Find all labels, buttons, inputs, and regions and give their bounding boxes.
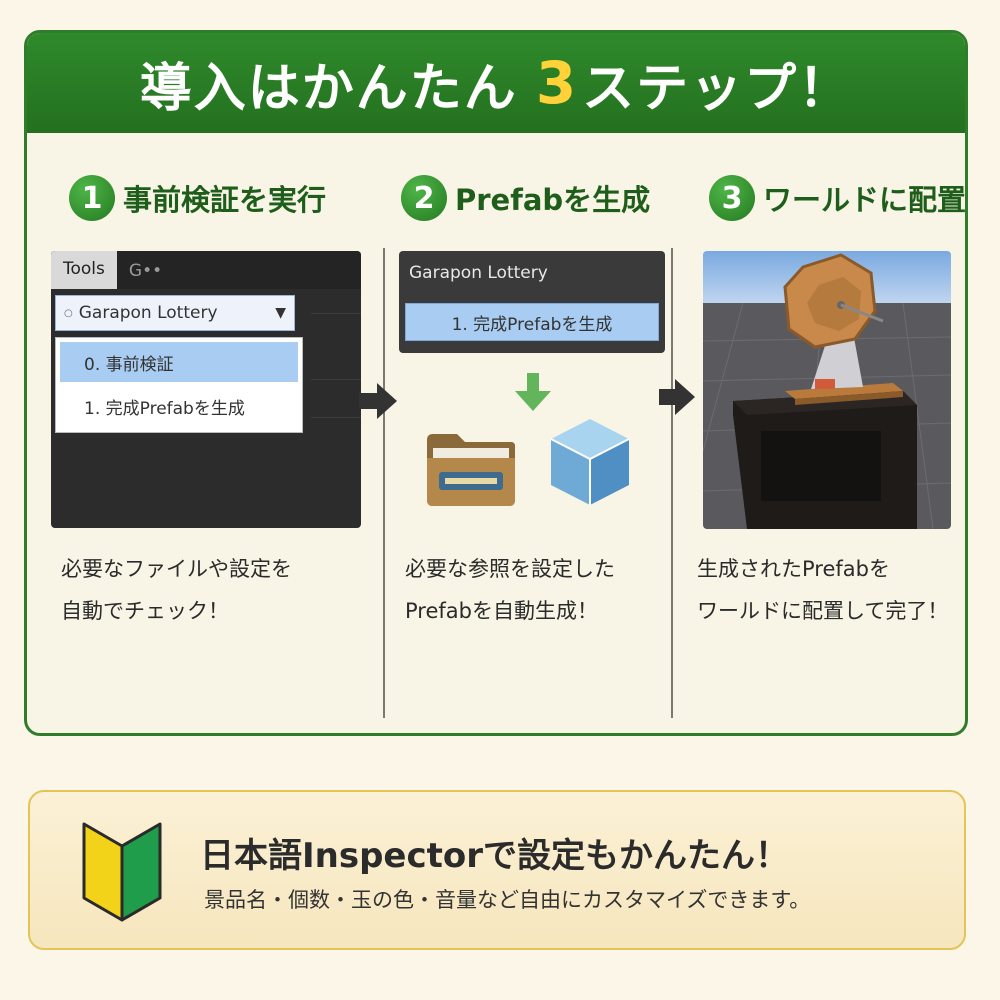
title-banner: 導入はかんたん 3 ステップ！ bbox=[27, 33, 965, 133]
lottery-dropdown[interactable]: ○ Garapon Lottery ▼ bbox=[55, 295, 295, 331]
beginner-mark-icon bbox=[82, 822, 162, 922]
lottery-panel-title: Garapon Lottery bbox=[409, 263, 548, 283]
editor-row-line bbox=[311, 313, 361, 314]
world-scene-image bbox=[703, 251, 951, 529]
banner-title-before: 導入はかんたん bbox=[139, 58, 518, 119]
step-2-desc-line: Prefabを自動生成！ bbox=[405, 599, 598, 623]
menu-item-generate-prefab[interactable]: 1. 完成Prefabを生成 bbox=[84, 398, 245, 419]
editor-row-line bbox=[311, 379, 361, 380]
step-1-badge: 1 bbox=[69, 175, 115, 221]
step-3-description: 生成されたPrefabを ワールドに配置して完了！ bbox=[697, 548, 948, 632]
step-2-badge: 2 bbox=[401, 175, 447, 221]
step-1-desc-line: 自動でチェック！ bbox=[61, 599, 229, 623]
generate-prefab-button[interactable]: 1. 完成Prefabを生成 bbox=[405, 303, 659, 341]
step-1-description: 必要なファイルや設定を 自動でチェック！ bbox=[61, 548, 292, 632]
step-2-heading: 2 Prefabを生成 bbox=[401, 175, 650, 221]
lottery-panel: Garapon Lottery 1. 完成Prefabを生成 bbox=[399, 251, 665, 353]
banner-title-after: ステップ！ bbox=[582, 58, 853, 119]
step-1-heading: 1 事前検証を実行 bbox=[69, 175, 326, 221]
dropdown-icon: ○ bbox=[64, 307, 73, 319]
step-2-desc-line: 必要な参照を設定した bbox=[405, 557, 615, 581]
step-1-desc-line: 必要なファイルや設定を bbox=[61, 557, 292, 581]
dropdown-menu: 0. 事前検証 1. 完成Prefabを生成 bbox=[55, 337, 303, 433]
tab-tools[interactable]: Tools bbox=[51, 251, 117, 289]
prefab-cube-icon bbox=[550, 419, 630, 505]
menu-item-preflight-check[interactable]: 0. 事前検証 bbox=[60, 342, 298, 382]
step-3-badge: 3 bbox=[709, 175, 755, 221]
step-3-heading: 3 ワールドに配置 bbox=[709, 175, 967, 221]
unity-editor-window: Tools G•• ○ Garapon Lottery ▼ 0. 事前検証 1.… bbox=[51, 251, 361, 528]
callout-subtitle: 景品名・個数・玉の色・音量など自由にカスタマイズできます。 bbox=[204, 888, 811, 912]
callout-title: 日本語Inspectorで設定もかんたん！ bbox=[200, 836, 790, 876]
step-2-description: 必要な参照を設定した Prefabを自動生成！ bbox=[405, 548, 615, 632]
editor-tab-bar: Tools G•• bbox=[51, 251, 361, 289]
step-1-title: 事前検証を実行 bbox=[123, 183, 327, 217]
tab-other[interactable]: G•• bbox=[128, 261, 163, 281]
editor-row-line bbox=[311, 417, 361, 418]
chevron-down-icon: ▼ bbox=[275, 305, 286, 321]
steps-panel: 導入はかんたん 3 ステップ！ 1 事前検証を実行 2 Prefabを生成 3 … bbox=[24, 30, 968, 736]
divider-2 bbox=[671, 248, 673, 718]
inspector-callout: 日本語Inspectorで設定もかんたん！ 景品名・個数・玉の色・音量など自由に… bbox=[28, 790, 966, 950]
divider-1 bbox=[383, 248, 385, 718]
folder-icon bbox=[427, 434, 515, 506]
dropdown-selected-label: Garapon Lottery bbox=[78, 303, 218, 323]
step-2-title: Prefabを生成 bbox=[455, 183, 651, 217]
step-3-desc-line: 生成されたPrefabを bbox=[697, 557, 890, 581]
banner-title-number: 3 bbox=[535, 49, 579, 117]
step-3-title: ワールドに配置 bbox=[763, 183, 967, 217]
arrow-down-icon bbox=[515, 373, 551, 411]
step-3-desc-line: ワールドに配置して完了！ bbox=[697, 599, 949, 623]
